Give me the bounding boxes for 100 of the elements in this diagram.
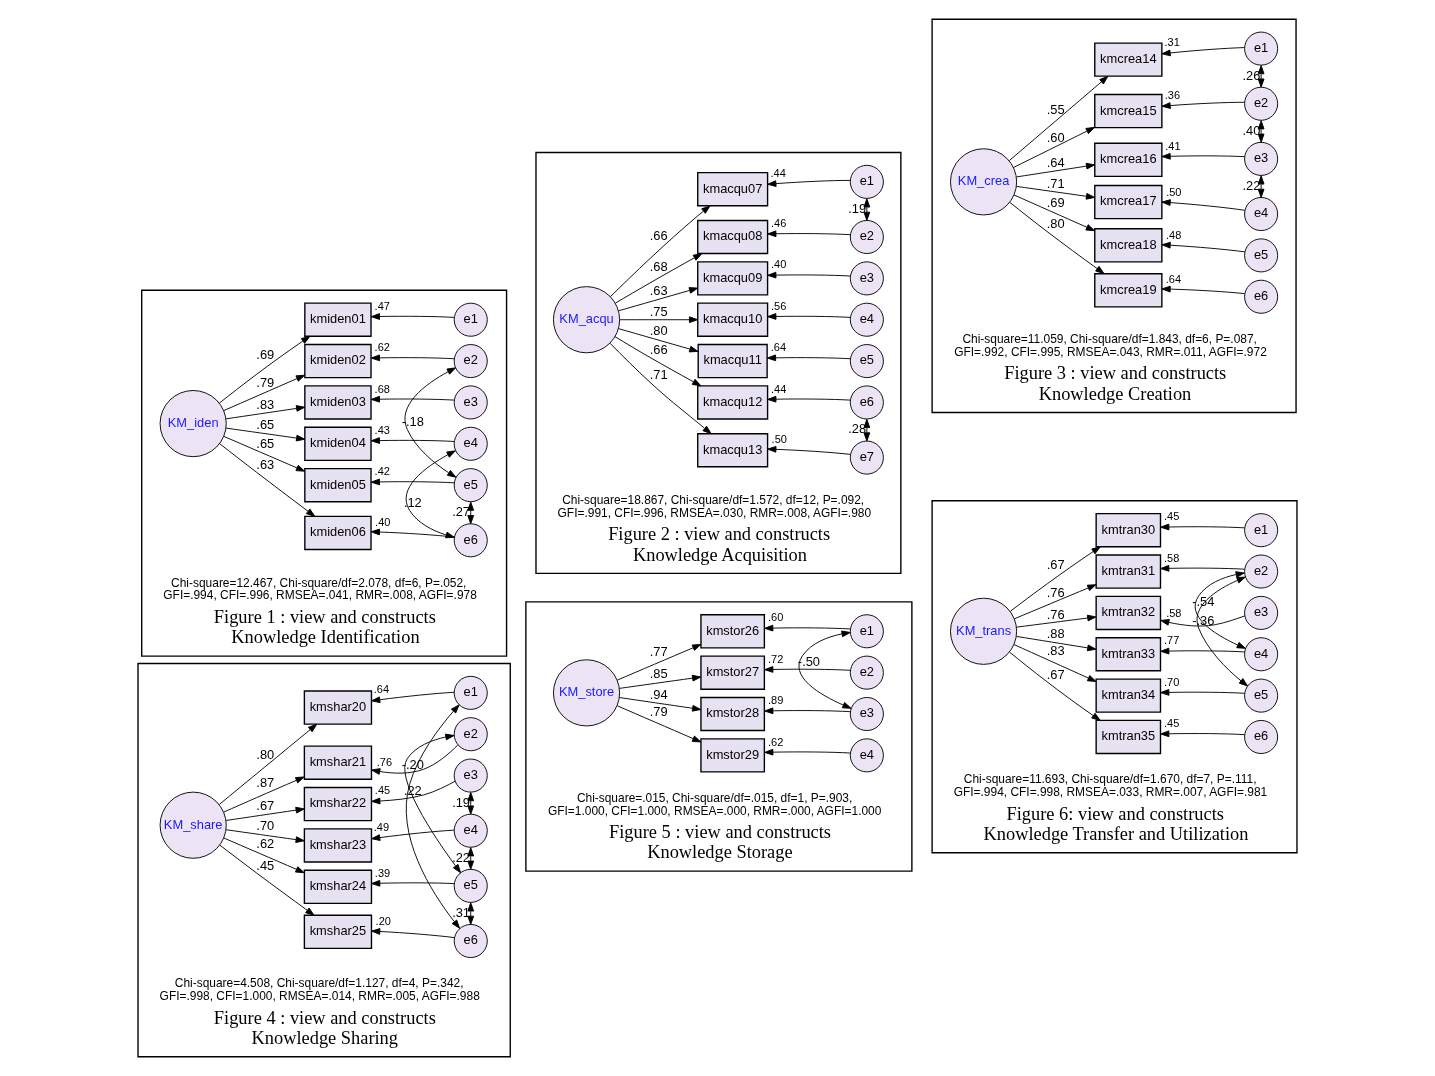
node-box: kmiden01 [304,302,372,337]
node-circle: e1 [453,675,488,710]
arrow [1009,546,1101,612]
node-box: kmiden02 [304,343,372,379]
arrow [218,335,311,404]
node-label: .72 [767,652,784,665]
arrow [1161,285,1245,295]
edge-label: .66 [649,341,668,357]
node-box: kmcrea14 [1094,42,1163,77]
node-box: kmcrea16 [1094,142,1163,178]
edge-label: .80 [1046,216,1065,231]
arrow [371,879,455,887]
node-circle: e3 [849,261,884,296]
edge-label: .62 [256,836,275,852]
edge-label: .88 [1046,625,1065,641]
arrow [467,902,475,925]
node-circle: e5 [849,344,884,379]
node-box: kmshar24 [303,869,373,905]
arrow [618,328,699,353]
arrow [1161,101,1245,109]
node-box: kmiden05 [304,467,372,503]
edge-label: -.50 [797,653,821,669]
arrow [1013,194,1096,232]
node-circle: KM_crea [950,148,1018,216]
node-circle: e2 [453,344,488,379]
node-box: kmshar25 [303,914,373,950]
arrow [616,705,702,743]
arrow [764,748,851,756]
arrow [405,450,456,539]
node-circle: e2 [849,220,884,254]
node-box: kmacqu12 [697,385,769,420]
arrow [767,313,851,320]
node-label: .62 [374,341,390,354]
edge-label: .77 [649,644,668,660]
node-box: kmstor29 [700,738,766,773]
edge-label: .68 [649,259,668,275]
arrow [405,704,461,929]
node-box: kmstor27 [700,655,766,690]
edge-label: .45 [256,857,275,873]
arrow [1160,689,1245,696]
node-label: .50 [771,432,787,445]
edge-label: -.18 [401,414,424,430]
node-circle: e4 [1244,637,1279,672]
edge-label: .87 [256,774,275,790]
node-box: kmcrea19 [1094,273,1163,308]
arrow [223,776,305,813]
node-circle: e6 [453,523,488,558]
node-box: kmshar20 [303,690,373,725]
arrow [1161,199,1246,211]
arrow [1016,185,1096,200]
node-box: kmshar21 [303,745,373,780]
arrow [766,354,851,362]
node-box: kmstor28 [700,696,766,732]
arrow [371,691,455,704]
arrow [619,697,702,712]
arrow [616,644,702,681]
arrow [370,395,455,403]
node-label: .20 [375,915,391,928]
node-box: kmacqu10 [697,302,769,337]
edge-label: .79 [649,704,668,720]
node-label: .48 [1166,228,1182,241]
node-circle: e1 [849,164,884,199]
node-circle: e5 [1244,238,1279,273]
edge-label: .64 [1046,155,1065,171]
arrow [370,437,455,444]
arrow [619,316,699,324]
node-box: kmacqu11 [697,343,768,379]
arrow [1194,571,1246,649]
arrow [370,313,455,320]
node-label: .89 [767,694,784,707]
node-circle: e1 [1244,31,1279,66]
node-label: .76 [376,755,393,768]
node-circle: e6 [453,924,488,958]
node-circle: e4 [849,738,884,773]
edge-label: .63 [649,283,668,299]
node-circle: e1 [849,614,884,649]
arrow [1016,162,1096,178]
node-circle: e3 [453,758,488,793]
node-circle: e7 [849,440,884,475]
node-circle: KM_acqu [553,286,621,354]
arrow [1016,636,1097,652]
edge-label: .19 [848,200,867,216]
arrow [370,354,455,362]
arrow [1160,647,1245,655]
node-circle: e3 [1244,595,1279,630]
node-label: .42 [374,465,390,478]
edge-label: .71 [1046,175,1065,191]
arrow [467,501,475,525]
node-circle: e2 [1244,86,1279,121]
node-box: kmcrea17 [1094,184,1163,220]
node-label: .40 [375,515,391,528]
arrow [1009,651,1101,721]
node-circle: e4 [453,813,488,848]
edge-label: .94 [649,686,668,702]
edge-label: .66 [649,227,668,243]
edge-label: .31 [452,904,471,920]
edge-label: .60 [1046,129,1065,145]
arrow [225,829,305,843]
node-circle: e2 [453,717,488,752]
node-label: .45 [374,784,391,797]
